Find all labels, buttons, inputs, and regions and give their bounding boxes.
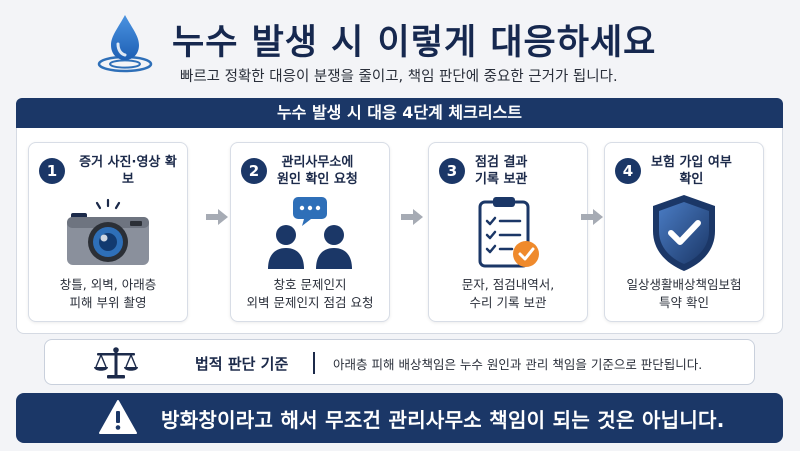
legal-criteria-box: 법적 판단 기준 아래층 피해 배상책임은 누수 원인과 관리 책임을 기준으로…: [44, 339, 755, 385]
warning-icon: [99, 400, 137, 434]
step-card-2: 2 관리사무소에 원인 확인 요청 창호 문제인지 외벽 문제인지 점검 요청: [230, 142, 390, 322]
divider: [313, 352, 315, 374]
arrow-right-icon: [206, 209, 228, 225]
step-description: 창틀, 외벽, 아래층 피해 부위 촬영: [59, 277, 157, 310]
step-title: 증거 사진·영상 확보: [79, 155, 177, 187]
step-title: 점검 결과 기록 보관: [475, 155, 528, 187]
shield-check-icon: [605, 193, 763, 273]
scale-icon: [94, 347, 138, 379]
warning-text: 방화창이라고 해서 무조건 관리사무소 책임이 되는 것은 아닙니다.: [161, 408, 725, 432]
step-number-badge: 2: [241, 158, 267, 184]
step-title: 보험 가입 여부 확인: [651, 155, 732, 187]
camera-icon: [29, 193, 187, 273]
step-number-badge: 1: [39, 158, 65, 184]
arrow-right-icon: [581, 209, 603, 225]
step-header: 4 보험 가입 여부 확인: [615, 151, 757, 191]
step-card-4: 4 보험 가입 여부 확인 일상생활배상책임보험 특약 확인: [604, 142, 764, 322]
step-description: 창호 문제인지 외벽 문제인지 점검 요청: [246, 277, 374, 310]
step-number-badge: 4: [615, 158, 641, 184]
step-header: 1 증거 사진·영상 확보: [39, 151, 181, 191]
step-number-badge: 3: [439, 158, 465, 184]
water-drop-icon: [97, 15, 153, 73]
people-chat-icon: [231, 193, 389, 273]
step-title: 관리사무소에 원인 확인 요청: [277, 155, 358, 187]
page-subtitle: 빠르고 정확한 대응이 분쟁을 줄이고, 책임 판단에 중요한 근거가 됩니다.: [180, 69, 618, 85]
checklist-heading: 누수 발생 시 대응 4단계 체크리스트: [16, 98, 783, 128]
step-header: 3 점검 결과 기록 보관: [439, 151, 581, 191]
step-card-3: 3 점검 결과 기록 보관 문자, 점검내역서, 수리 기록 보관: [428, 142, 588, 322]
page-title: 누수 발생 시 이렇게 대응하세요: [172, 23, 657, 63]
step-card-1: 1 증거 사진·영상 확보 창틀, 외벽, 아래층 피해 부위 촬영: [28, 142, 188, 322]
page-header: 누수 발생 시 이렇게 대응하세요 빠르고 정확한 대응이 분쟁을 줄이고, 책…: [0, 0, 800, 95]
step-description: 일상생활배상책임보험 특약 확인: [626, 277, 742, 310]
clipboard-check-icon: [429, 193, 587, 273]
step-description: 문자, 점검내역서, 수리 기록 보관: [461, 277, 555, 310]
legal-criteria-label: 법적 판단 기준: [195, 355, 289, 373]
legal-criteria-text: 아래층 피해 배상책임은 누수 원인과 관리 책임을 기준으로 판단됩니다.: [333, 357, 703, 372]
step-header: 2 관리사무소에 원인 확인 요청: [241, 151, 383, 191]
warning-banner: 방화창이라고 해서 무조건 관리사무소 책임이 되는 것은 아닙니다.: [16, 393, 783, 443]
arrow-right-icon: [401, 209, 423, 225]
